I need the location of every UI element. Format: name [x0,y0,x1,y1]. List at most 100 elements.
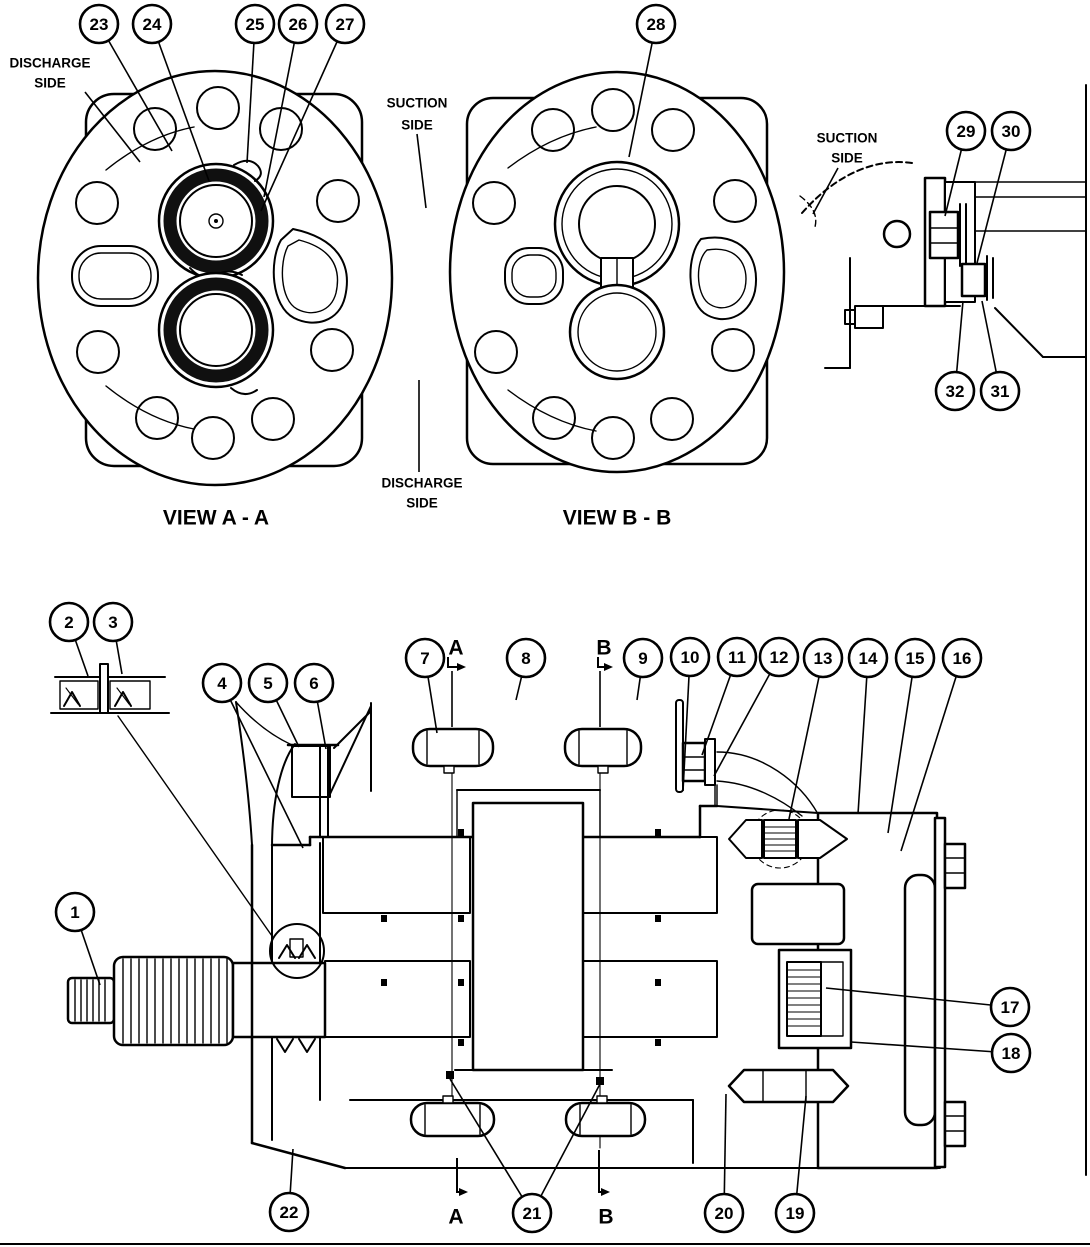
port-top-right [563,727,643,768]
callout-17[interactable]: 17 [989,986,1031,1028]
callout-5[interactable]: 5 [247,662,289,704]
leader-17 [825,987,1011,1008]
callout-number: 7 [420,649,429,668]
valve-block [750,882,846,946]
callout-19[interactable]: 19 [774,1192,816,1234]
section-letter: B [598,1205,613,1228]
callout-number: 4 [217,674,227,693]
cover-bolt-bottom [943,1100,967,1148]
callout-32[interactable]: 32 [934,370,976,412]
view-b-title: VIEW B - B [563,506,672,529]
callout-3[interactable]: 3 [92,601,134,643]
callout-15[interactable]: 15 [894,637,936,679]
callout-6[interactable]: 6 [293,662,335,704]
mounting-flange [235,701,347,1170]
callout-30[interactable]: 30 [990,110,1032,152]
leader-10 [682,656,691,792]
view-b-drawing [448,70,786,474]
callout-number: 6 [309,674,318,693]
side-label-line1: DISCHARGE [9,56,90,71]
callout-13[interactable]: 13 [802,637,844,679]
callout-26[interactable]: 26 [277,3,319,45]
view-a-upper-bore [157,159,275,280]
callout-number: 31 [991,382,1010,401]
inset-pointer-line [117,715,273,937]
side-view-drawing [799,161,1087,369]
side-label-line2: SIDE [406,496,438,511]
callout-circle [774,1192,816,1234]
callout-12[interactable]: 12 [758,636,800,678]
callout-14[interactable]: 14 [847,637,889,679]
callout-25[interactable]: 25 [234,3,276,45]
callout-number: 2 [64,613,73,632]
callout-31[interactable]: 31 [979,370,1021,412]
callout-circle [758,636,800,678]
section-b-bottom: B [598,1150,614,1228]
callout-number: 28 [647,15,666,34]
callout-8[interactable]: 8 [505,637,547,679]
callout-circle [131,3,173,45]
leader-30 [976,130,1012,264]
callout-2[interactable]: 2 [48,601,90,643]
callout-number: 10 [681,648,700,667]
view-b-right-port-pocket [689,236,757,321]
callout-4[interactable]: 4 [201,662,243,704]
view-b-upper-bore [553,160,681,293]
callout-circle [979,370,1021,412]
leader-12 [713,656,780,777]
callout-24[interactable]: 24 [131,3,173,45]
callout-number: 18 [1002,1044,1021,1063]
callout-22[interactable]: 22 [268,1191,310,1233]
callout-21[interactable]: 21 [511,1192,553,1234]
leader-14 [857,657,869,815]
callout-16[interactable]: 16 [941,637,983,679]
callout-18[interactable]: 18 [990,1032,1032,1074]
view-b-bolt-holes [472,88,757,460]
leader-4 [221,682,304,849]
callout-number: 17 [1001,998,1020,1017]
callout-number: 25 [246,15,265,34]
callout-number: 23 [90,15,109,34]
input-shaft [66,955,327,1047]
callout-28[interactable]: 28 [635,3,677,45]
port-bottom-right [564,1101,647,1138]
side-view-hex-nut [960,255,994,301]
callout-1[interactable]: 1 [54,891,96,933]
callout-number: 26 [289,15,308,34]
callout-circle [669,636,711,678]
callout-23[interactable]: 23 [78,3,120,45]
section-arrow-bracket [447,657,458,668]
callout-20[interactable]: 20 [703,1192,745,1234]
callout-circle [234,3,276,45]
section-arrow-head [601,1188,610,1196]
callout-10[interactable]: 10 [669,636,711,678]
callout-circle [894,637,936,679]
callout-circle [716,636,758,678]
callout-7[interactable]: 7 [404,637,446,679]
callout-circle [511,1192,553,1234]
callout-number: 9 [638,649,647,668]
callout-number: 5 [263,674,272,693]
callout-29[interactable]: 29 [945,110,987,152]
callout-number: 1 [70,903,79,922]
seal-detail-inset [50,663,273,937]
view-a-left-port-pocket [71,245,159,307]
callout-circle [941,637,983,679]
side-label-line1: SUCTION [387,96,448,111]
callout-number: 13 [814,649,833,668]
view-a-title: VIEW A - A [163,506,269,529]
leader-27 [260,23,346,212]
callout-number: 21 [523,1204,542,1223]
leader-25 [246,23,256,164]
callout-number: 29 [957,122,976,141]
label-leader [812,167,839,215]
callout-27[interactable]: 27 [324,3,366,45]
callout-9[interactable]: 9 [622,637,664,679]
callout-circle [293,662,335,704]
callout-11[interactable]: 11 [716,636,758,678]
